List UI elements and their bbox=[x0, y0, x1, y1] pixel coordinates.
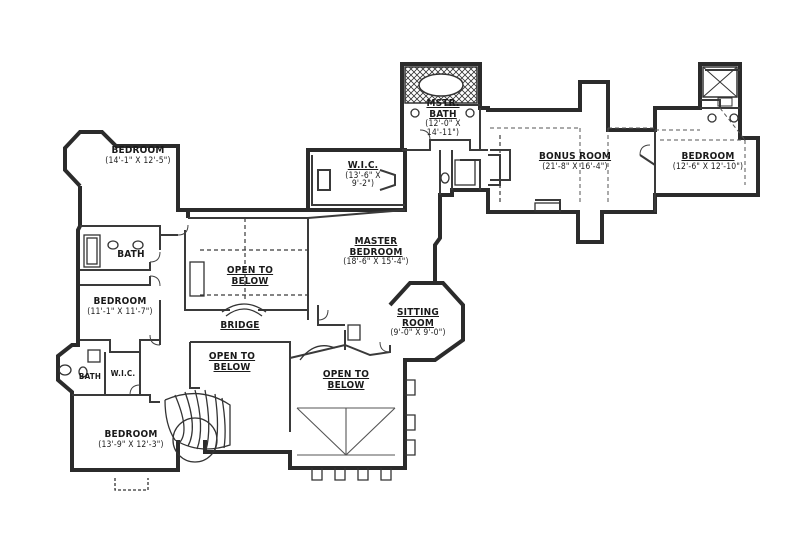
label-line: OPEN TO bbox=[322, 369, 370, 380]
fixtures bbox=[58, 108, 739, 378]
bonus-room-label: BONUS ROOM (21'-8" X 16'-4") bbox=[520, 151, 630, 172]
bridge-arch bbox=[221, 303, 336, 361]
window-bays bbox=[114, 379, 416, 491]
bridge-label: BRIDGE bbox=[220, 320, 260, 331]
label-line: BELOW bbox=[327, 379, 365, 391]
label-line: OPEN TO bbox=[208, 351, 256, 362]
east-closet bbox=[702, 66, 738, 107]
bedroom-e-label: BEDROOM (12'-6" X 12'-10") bbox=[656, 151, 760, 172]
bedroom-sw-label: BEDROOM (13'-9" X 12'-3") bbox=[84, 429, 178, 450]
room-dims: (18'-6" X 15'-4") bbox=[343, 257, 409, 267]
room-dims: (12'-0" X bbox=[425, 119, 461, 129]
bath-sw-label: BATH bbox=[78, 372, 102, 381]
room-dims: (13'-6" X bbox=[345, 170, 381, 181]
label-line: BATH bbox=[429, 108, 457, 120]
room-dims: (9'-0" X 9'-0") bbox=[390, 328, 446, 338]
room-dims: (12'-6" X 12'-10") bbox=[672, 161, 744, 172]
room-name: BEDROOM bbox=[111, 145, 165, 156]
bath-w-label: BATH bbox=[117, 249, 145, 260]
open-to-below-1-label: OPEN TO BELOW bbox=[205, 265, 295, 287]
room-dims: 9'-2") bbox=[351, 179, 375, 190]
label-line: BEDROOM bbox=[349, 246, 403, 258]
label-line: MSTR. bbox=[426, 98, 460, 109]
label-line: OPEN TO bbox=[226, 265, 274, 276]
room-dims: (14'-1" X 12'-5") bbox=[105, 155, 171, 166]
open-to-below-2-label: OPEN TO BELOW bbox=[192, 351, 272, 373]
label-line: MASTER bbox=[354, 236, 398, 247]
exterior-walls bbox=[56, 62, 760, 472]
room-name: W.I.C. bbox=[347, 160, 379, 171]
master-bedroom-label: MASTER BEDROOM (18'-6" X 15'-4") bbox=[328, 236, 424, 267]
label-line: BELOW bbox=[213, 361, 251, 373]
label-line: SITTING bbox=[397, 307, 439, 318]
room-dims: (11'-1" X 11'-7") bbox=[87, 306, 153, 317]
room-name: BEDROOM bbox=[93, 296, 147, 307]
wic-master-label: W.I.C. (13'-6" X 9'-2") bbox=[330, 160, 396, 190]
bedroom-nw-label: BEDROOM (14'-1" X 12'-5") bbox=[88, 145, 188, 166]
room-dims: (21'-8" X 16'-4") bbox=[542, 161, 608, 172]
room-dims: 14'-11") bbox=[426, 127, 460, 138]
curved-staircase bbox=[164, 389, 231, 463]
bedroom-w-label: BEDROOM (11'-1" X 11'-7") bbox=[80, 296, 160, 317]
ceiling-lines bbox=[490, 107, 746, 205]
master-tub bbox=[404, 66, 478, 104]
room-name: BONUS ROOM bbox=[538, 151, 612, 162]
room-name: BEDROOM bbox=[104, 429, 158, 440]
open-to-below-3-label: OPEN TO BELOW bbox=[306, 369, 386, 391]
room-name: BEDROOM bbox=[681, 151, 735, 162]
master-bath-label: MSTR. BATH (12'-0" X 14'-11") bbox=[412, 98, 474, 138]
vault-lines bbox=[296, 407, 396, 456]
label-line: ROOM bbox=[402, 317, 434, 329]
wic-sw-label: W.I.C. bbox=[110, 369, 136, 378]
door-swings bbox=[129, 129, 651, 396]
sitting-room-label: SITTING ROOM (9'-0" X 9'-0") bbox=[376, 307, 460, 338]
label-line: BELOW bbox=[231, 275, 269, 287]
interior-walls bbox=[72, 69, 740, 432]
room-dims: (13'-9" X 12'-3") bbox=[98, 439, 164, 450]
